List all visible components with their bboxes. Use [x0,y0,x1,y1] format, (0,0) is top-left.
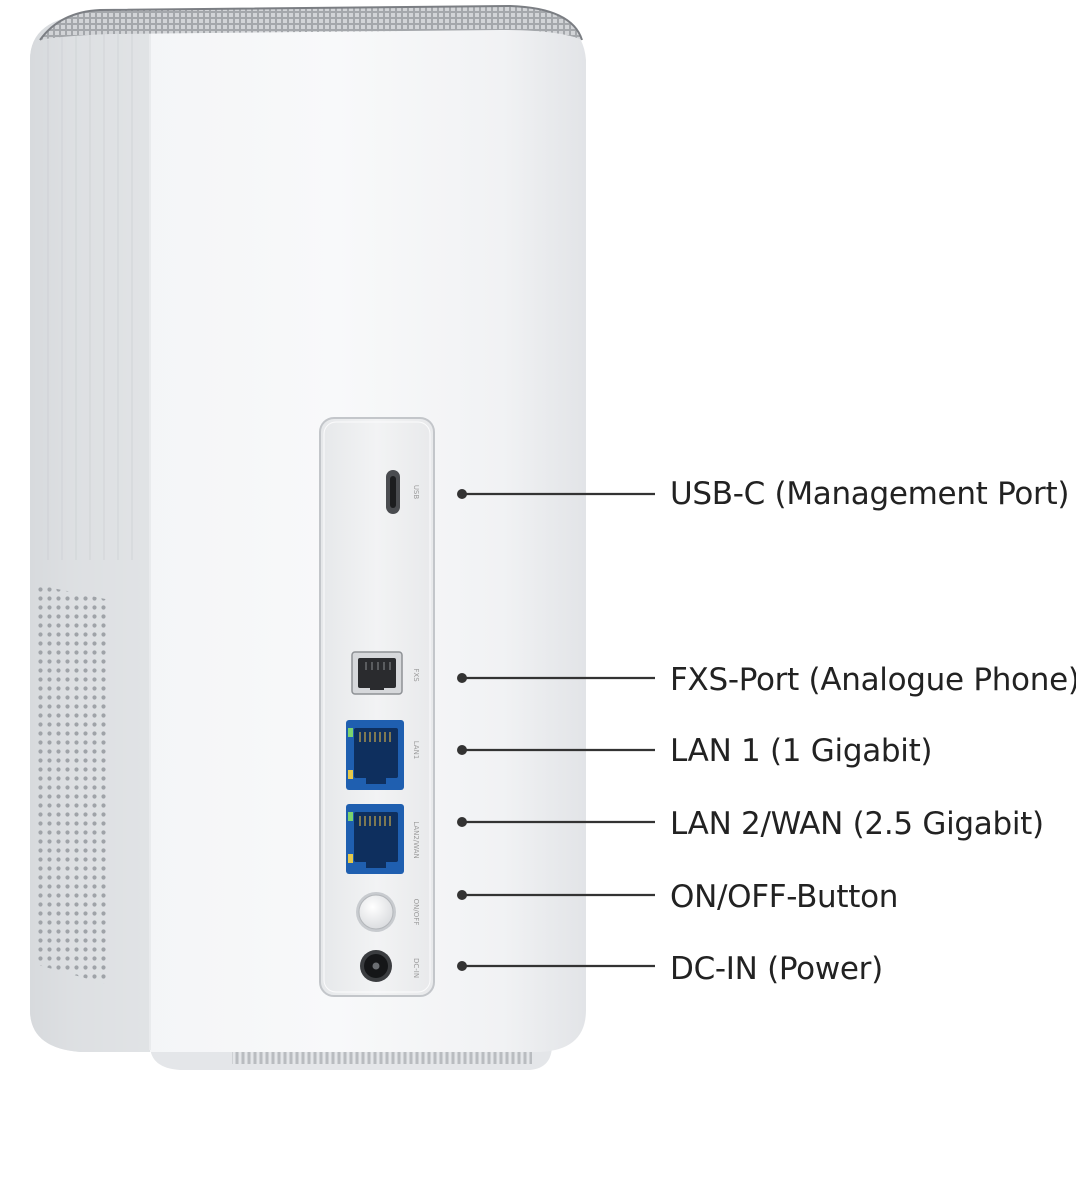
lan1-port: LAN1 [346,720,420,790]
onoff-port-marking: ON/OFF [412,899,420,926]
fxs-port-marking: FXS [412,668,420,682]
dcin-port-marking: DC-IN [412,958,420,978]
usb-c-port: USB [386,470,420,514]
fxs-port: FXS [351,651,420,695]
usb-port-marking: USB [412,485,420,500]
callout-lan2-wan: LAN 2/WAN (2.5 Gigabit) [670,806,1044,842]
callout-onoff-button: ON/OFF-Button [670,879,899,915]
callout-fxs-port: FXS-Port (Analogue Phone) [670,662,1076,698]
callout-usb-c: USB-C (Management Port) [670,476,1070,512]
lan2-wan-port-marking: LAN2/WAN [412,821,420,858]
device-body [30,10,586,1052]
bottom-vents [232,1050,532,1064]
lan2-wan-port: LAN2/WAN [346,804,420,874]
connector-panel: USB FXS [319,417,435,997]
device-top [39,4,583,41]
power-button: ON/OFF [356,892,420,932]
lan1-port-marking: LAN1 [412,741,420,760]
callout-lan1: LAN 1 (1 Gigabit) [670,733,933,769]
side-ribbing [47,22,133,560]
dc-in-jack: DC-IN [360,950,420,982]
side-vent-perforation [38,585,110,985]
callout-dc-in: DC-IN (Power) [670,951,883,987]
callout-leaders [457,489,655,971]
